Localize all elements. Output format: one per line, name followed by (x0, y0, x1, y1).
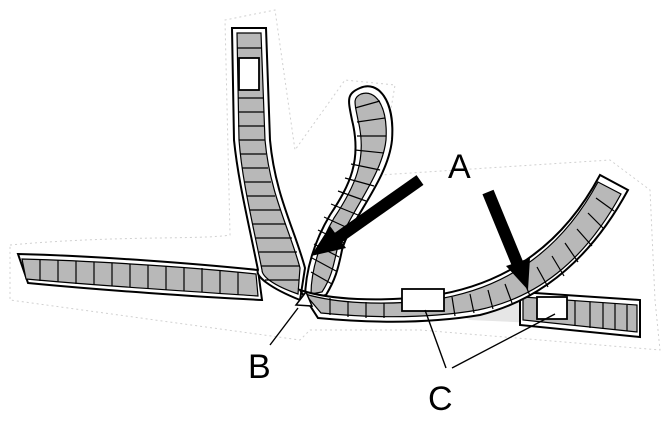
heterocyst-bottom (401, 288, 445, 312)
halo-outline (9, 9, 661, 351)
pointer-line-b (269, 307, 299, 346)
pointer-line-c-right (451, 313, 556, 369)
heterocyst-top (238, 57, 260, 91)
heterocyst-right (536, 296, 568, 320)
left-filament (16, 252, 264, 302)
right-lower-filament (519, 290, 641, 339)
arrow-a-right (482, 189, 530, 290)
arrow-a-left (311, 175, 424, 256)
label-a: A (448, 148, 471, 186)
label-b: B (248, 348, 271, 386)
branch-junction (294, 290, 314, 307)
label-c: C (428, 380, 453, 418)
pointer-line-c-left (424, 309, 447, 369)
upper-right-filament (297, 173, 630, 323)
vertical-branch (230, 27, 307, 302)
